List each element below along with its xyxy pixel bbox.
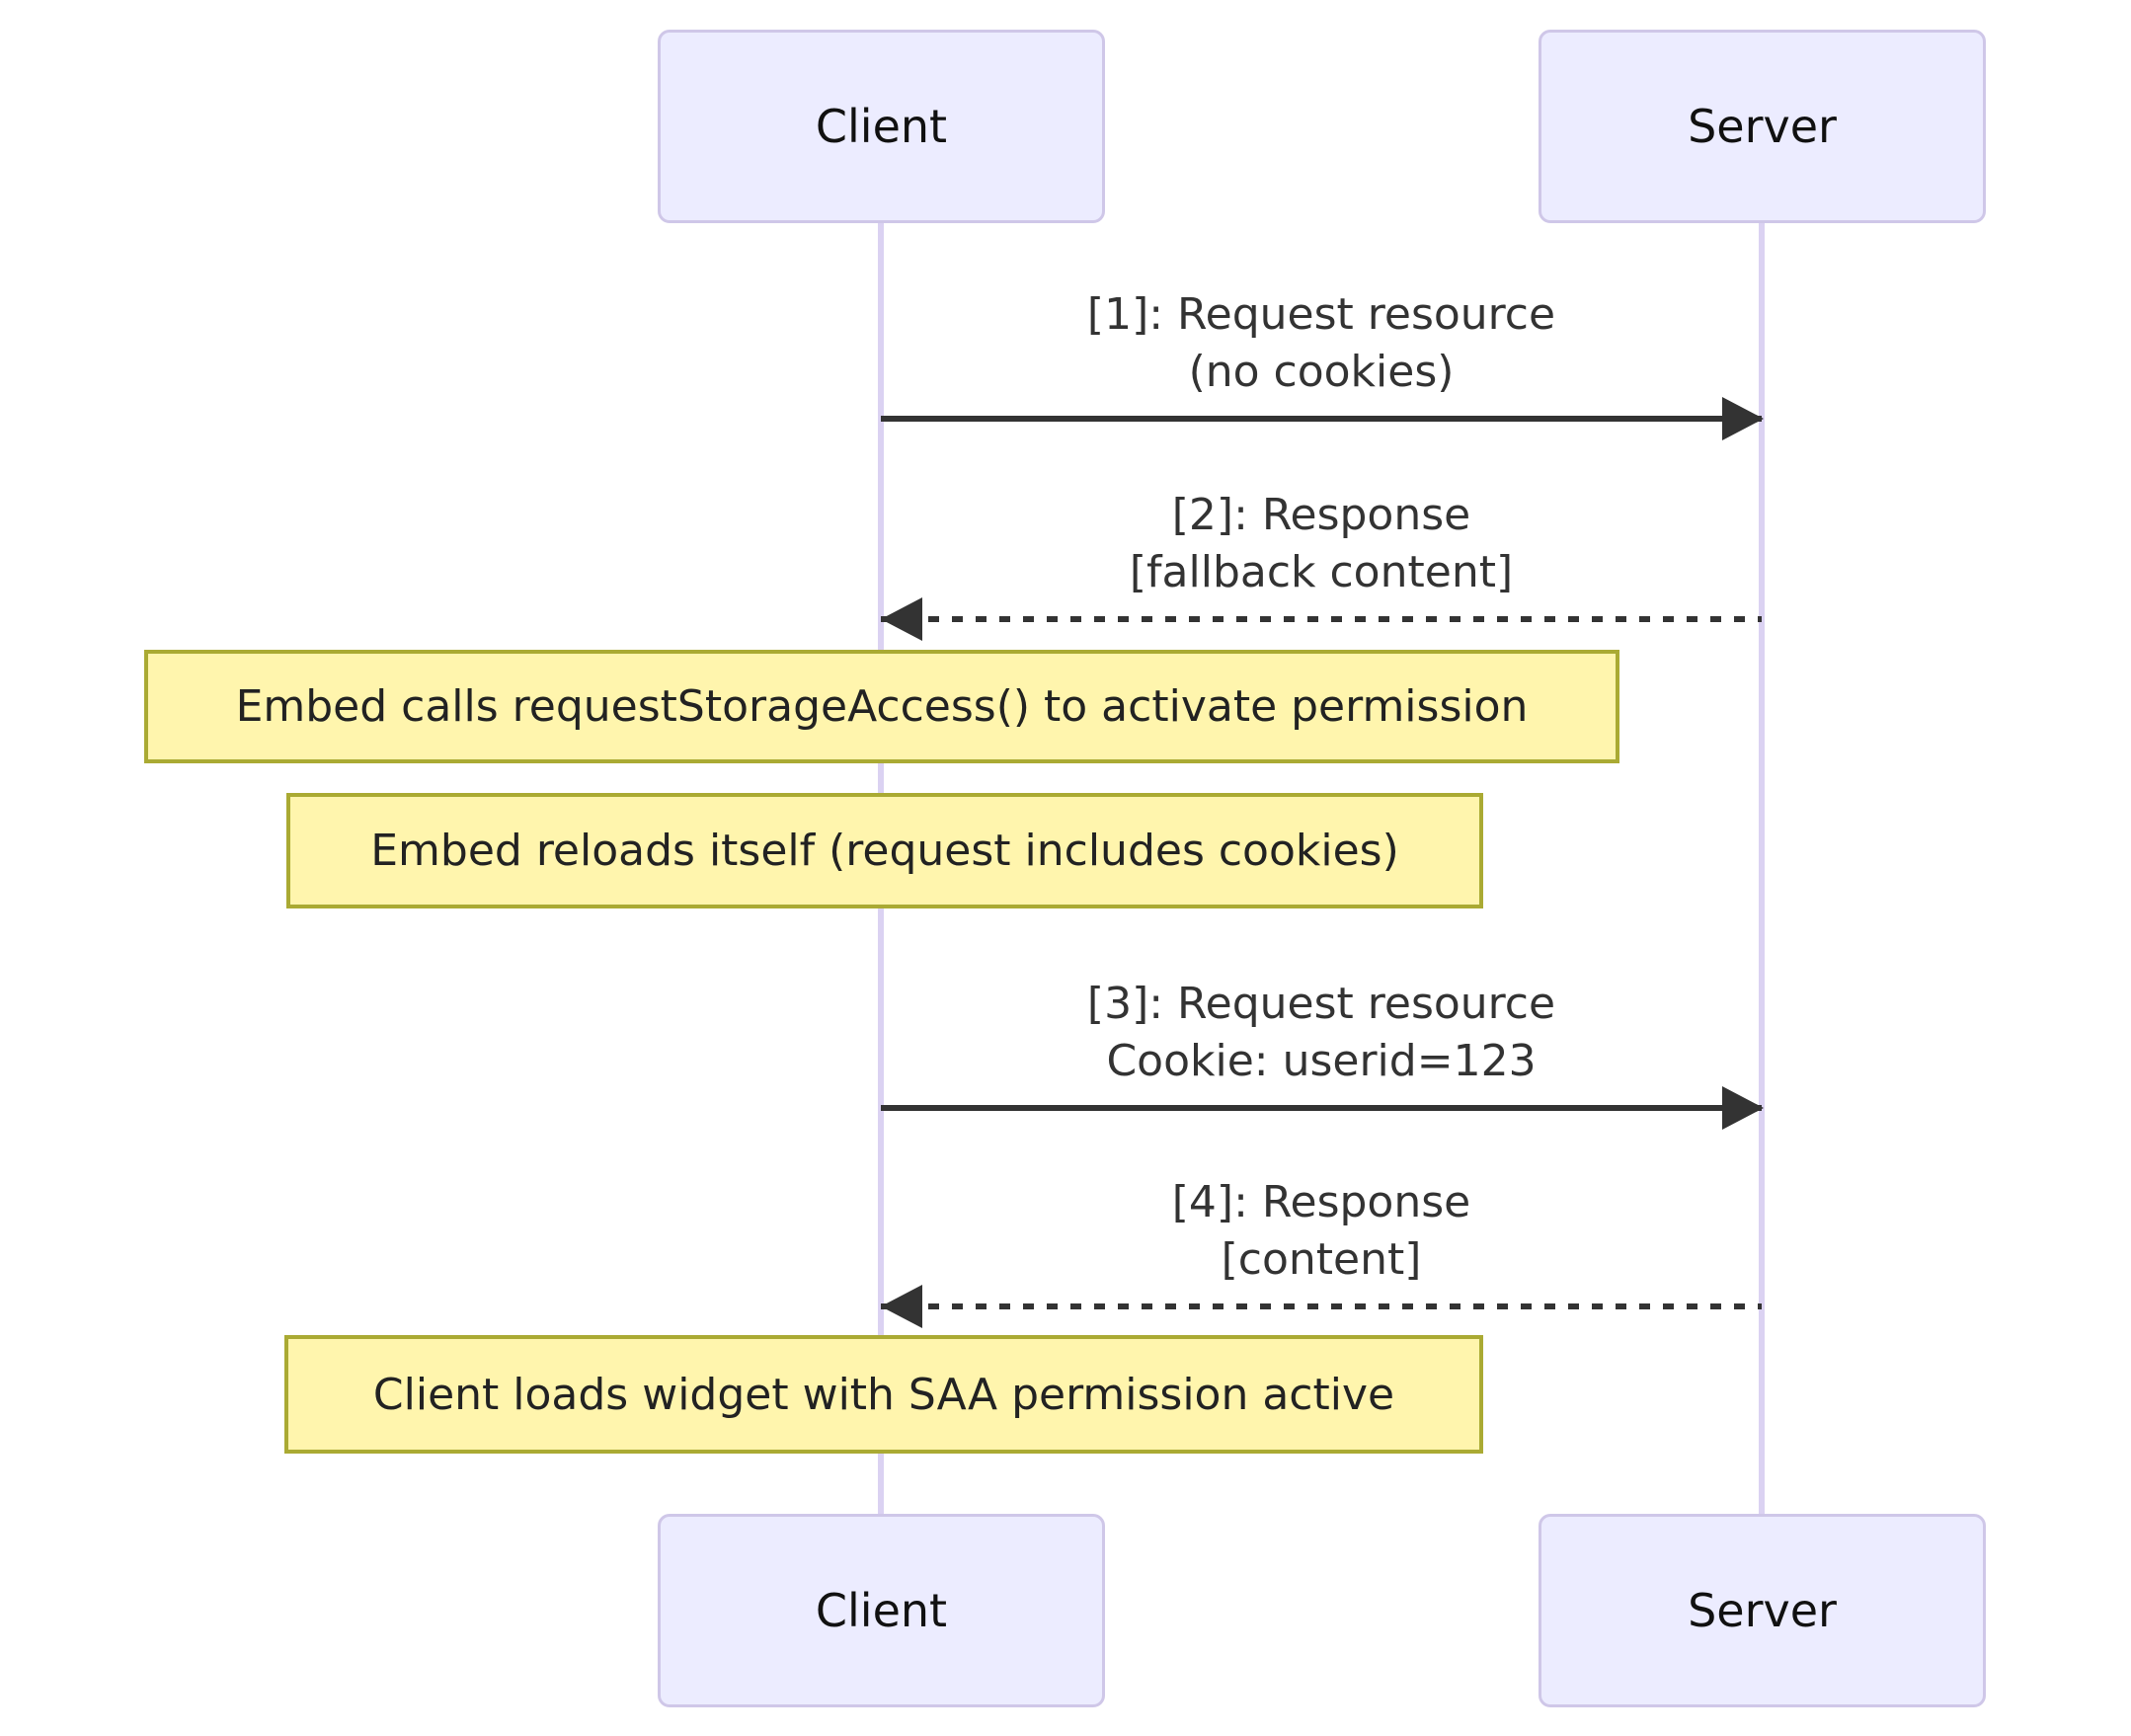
actor-label-server-bottom: Server [1688, 1584, 1837, 1637]
note-1-text: Embed calls requestStorageAccess() to ac… [235, 681, 1529, 732]
message-4-label: [4]: Response [content] [881, 1172, 1762, 1289]
message-2-line1: [2]: Response [1171, 490, 1471, 540]
message-3-label: [3]: Request resource Cookie: userid=123 [881, 974, 1762, 1090]
message-1-arrow [881, 416, 1762, 422]
note-embed-reloads: Embed reloads itself (request includes c… [286, 793, 1483, 908]
message-2-label: [2]: Response [fallback content] [881, 485, 1762, 601]
message-3-arrow [881, 1105, 1762, 1111]
note-2-text: Embed reloads itself (request includes c… [370, 826, 1399, 876]
message-3-line1: [3]: Request resource [1086, 979, 1556, 1029]
message-2-arrow [881, 616, 1762, 622]
message-4-arrowhead-icon [881, 1285, 922, 1328]
actor-box-server-bottom: Server [1539, 1514, 1986, 1707]
message-1-arrowhead-icon [1722, 397, 1764, 440]
message-4-arrow [881, 1303, 1762, 1309]
note-client-loads-widget: Client loads widget with SAA permission … [284, 1335, 1483, 1454]
message-2-arrowhead-icon [881, 597, 922, 641]
actor-box-client-bottom: Client [658, 1514, 1105, 1707]
message-4-line2: [content] [1221, 1234, 1422, 1285]
message-2-line2: [fallback content] [1129, 547, 1514, 597]
message-3-arrowhead-icon [1722, 1086, 1764, 1130]
message-1-label: [1]: Request resource (no cookies) [881, 284, 1762, 401]
actor-label-client-top: Client [815, 100, 948, 153]
actor-label-server-top: Server [1688, 100, 1837, 153]
note-request-storage-access: Embed calls requestStorageAccess() to ac… [144, 650, 1619, 763]
message-1-line2: (no cookies) [1188, 347, 1455, 397]
message-3-line2: Cookie: userid=123 [1106, 1036, 1537, 1086]
actor-box-client-top: Client [658, 30, 1105, 223]
lifeline-server [1759, 223, 1765, 1514]
note-3-text: Client loads widget with SAA permission … [372, 1369, 1395, 1420]
message-1-line1: [1]: Request resource [1086, 289, 1556, 340]
actor-box-server-top: Server [1539, 30, 1986, 223]
actor-label-client-bottom: Client [815, 1584, 948, 1637]
message-4-line1: [4]: Response [1171, 1177, 1471, 1227]
